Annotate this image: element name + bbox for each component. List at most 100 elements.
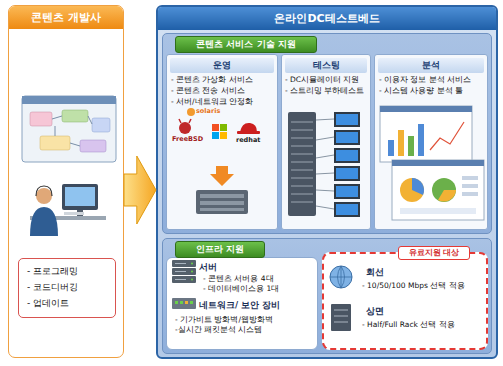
- infra-section: 인프라 지원서버- 콘텐츠 서버용 4대- 데이터베이스용 1대네트워크/ 보안…: [162, 238, 492, 354]
- section-tab: 인프라 지원: [175, 241, 265, 258]
- bullet-item: - 서버/네트워크 안정화: [171, 97, 275, 106]
- developer-figure-part: [36, 186, 52, 196]
- rack-monitors-illustration-part: [336, 132, 358, 143]
- rack-monitors-illustration-part: [334, 148, 360, 163]
- server-illustration-part: [200, 201, 244, 205]
- item-heading: 상면: [366, 306, 476, 316]
- rack-icon-part: [331, 304, 351, 331]
- task-box: - 프로그래밍- 코드디버깅- 업데이트: [18, 258, 116, 318]
- line-globe-icon: [330, 266, 352, 288]
- os-logos-illustration-part: [237, 131, 260, 134]
- analysis-screens-illustration-part: [392, 160, 484, 166]
- server-icon-part: [191, 279, 193, 281]
- developer-panel: 콘텐츠 개발사- 프로그래밍- 코드디버깅- 업데이트: [8, 5, 124, 358]
- analysis-screens-illustration-part: [380, 106, 472, 112]
- network-device-icon-part: [190, 301, 193, 304]
- server-icon-part: [191, 263, 193, 265]
- network-device-icon: [172, 298, 196, 309]
- software-window-illustration-part: [30, 112, 52, 126]
- rack-monitors-illustration-part: [336, 150, 358, 161]
- network-device-icon-part: [172, 298, 196, 309]
- item-heading: 회선: [366, 267, 476, 277]
- bullet-item: - 콘텐츠 가상화 서비스: [171, 75, 275, 84]
- logo-label: redhat: [236, 137, 260, 145]
- rack-monitors-illustration-part: [336, 204, 358, 215]
- software-window-illustration-part: [22, 96, 116, 162]
- os-logos-illustration-part: [220, 124, 227, 131]
- network-device-icon-part: [175, 301, 178, 304]
- logo-label: FreeBSD: [172, 136, 203, 144]
- software-window-illustration-part: [22, 96, 116, 104]
- os-logos-illustration-part: [179, 119, 191, 123]
- developer-figure: [30, 184, 106, 236]
- flow-arrow: [124, 156, 156, 224]
- analysis-screens-illustration-part: [398, 130, 404, 156]
- task-item: - 코드디버깅: [27, 282, 107, 293]
- software-window-illustration-part: [40, 136, 70, 150]
- server-icon-part: [191, 271, 193, 273]
- line-globe-icon-part: [330, 266, 352, 288]
- rack-monitors-illustration: [288, 112, 360, 217]
- analysis-screens-illustration: [380, 106, 484, 220]
- analysis-screens-illustration-part: [432, 178, 456, 202]
- server-icon-part: [175, 264, 186, 280]
- bullet-item: - 콘텐츠 전송 서비스: [171, 86, 275, 95]
- server-illustration-part: [196, 190, 248, 214]
- task-item: - 업데이트: [27, 298, 107, 309]
- os-logos-illustration-part: [212, 132, 219, 139]
- os-logos-illustration-part: [212, 124, 219, 131]
- column-header: 테스팅: [285, 58, 367, 73]
- bullet-item: -실시간 패킷분석 시스템: [175, 325, 313, 334]
- rack-monitors-illustration-part: [288, 112, 316, 216]
- rack-icon: [331, 304, 351, 331]
- analysis-screens-illustration-part: [380, 106, 472, 162]
- bullet-item: - Half/Full Rack 선택 적용: [362, 320, 484, 329]
- network-device-icon-part: [180, 301, 183, 304]
- item-heading: 네트워크/ 보안 장비: [199, 300, 311, 310]
- developer-figure-part: [30, 207, 58, 236]
- section-tab: 콘텐츠 서비스 기술 지원: [175, 36, 317, 53]
- bullet-item: - 콘텐츠 서버용 4대: [203, 274, 313, 283]
- rack-monitors-illustration-part: [336, 186, 358, 197]
- rack-monitors-illustration-part: [334, 166, 360, 181]
- developer-figure-part: [62, 184, 98, 210]
- os-logos-illustration-part: [220, 132, 227, 139]
- bullet-item: - DC시뮬레이터 지원: [285, 75, 369, 84]
- rack-monitors-illustration-part: [334, 130, 360, 145]
- rack-monitors-illustration-part: [334, 184, 360, 199]
- column-header: 분석: [378, 58, 484, 73]
- os-logos-illustration: [179, 108, 260, 186]
- os-logos-illustration-part: [210, 166, 234, 186]
- analysis-screens-illustration-part: [438, 190, 456, 202]
- analysis-screens-illustration-part: [418, 124, 424, 156]
- server-icon: [172, 260, 196, 283]
- analysis-screens-illustration-part: [400, 178, 424, 202]
- analysis-screens-illustration-part: [462, 192, 478, 196]
- item-heading: 서버: [199, 262, 311, 272]
- analysis-screens-illustration-part: [400, 208, 476, 214]
- line-globe-icon-part: [330, 266, 352, 288]
- os-logos-illustration-part: [240, 123, 257, 132]
- rack-monitors-illustration-part: [336, 168, 358, 179]
- server-illustration-part: [200, 194, 244, 198]
- paid-support-box: 유료지원 대상회선- 10/50/100 Mbps 선택 적용상면- Half/…: [322, 252, 488, 350]
- server-illustration-part: [200, 208, 244, 211]
- analysis-screens-illustration-part: [412, 178, 424, 195]
- rack-monitors-illustration-part: [291, 122, 313, 202]
- analysis-screens-illustration-part: [462, 184, 478, 188]
- rack-monitors-illustration-part: [316, 119, 334, 209]
- developer-figure-part: [64, 212, 84, 215]
- software-window-illustration-part: [62, 110, 88, 122]
- paid-badge: 유료지원 대상: [398, 246, 470, 260]
- bullet-item: - 시스템 사용량 분석 툴: [379, 86, 485, 95]
- os-logos-illustration-part: [179, 122, 191, 134]
- rack-monitors-illustration-part: [336, 114, 358, 125]
- analysis-screens-illustration-part: [408, 136, 414, 156]
- analysis-screens-illustration-part: [392, 160, 484, 220]
- column-header: 운영: [170, 58, 274, 73]
- software-window-illustration-part: [80, 140, 106, 152]
- software-window-illustration-part: [52, 116, 92, 146]
- network-device-icon-part: [185, 301, 188, 304]
- developer-figure-part: [36, 189, 52, 194]
- analysis-screens-illustration-part: [462, 176, 478, 180]
